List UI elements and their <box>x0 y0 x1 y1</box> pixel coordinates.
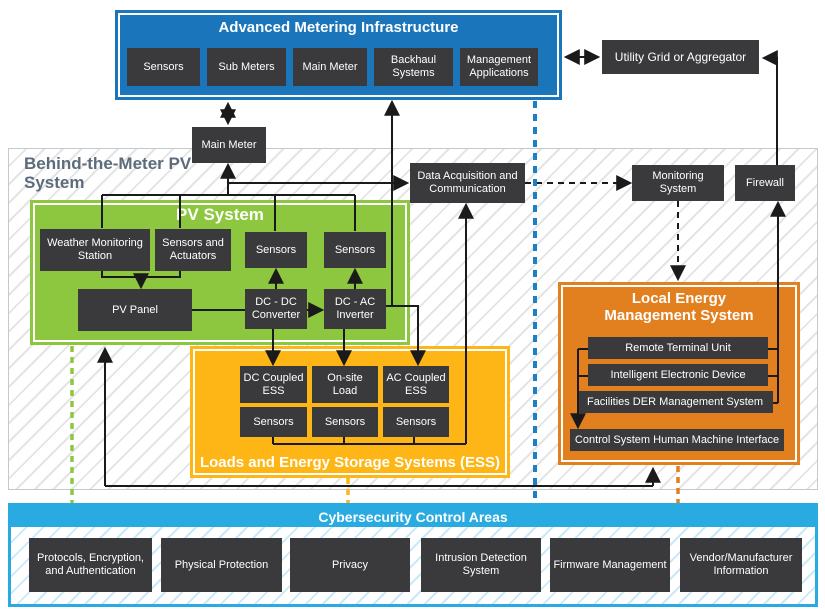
ess-sensors-2-box: Sensors <box>312 407 378 437</box>
remote-terminal-unit-box: Remote Terminal Unit <box>588 337 768 359</box>
ami-inner-border <box>118 13 559 97</box>
firewall-box: Firewall <box>735 165 795 201</box>
dc-ac-inverter-box: DC - AC Inverter <box>324 289 386 329</box>
pv-panel-box: PV Panel <box>78 289 192 331</box>
weather-monitoring-station-box: Weather Monitoring Station <box>40 229 150 271</box>
cyber-vendor-info-box: Vendor/Manufacturer Information <box>680 538 802 592</box>
sensors-and-actuators-box: Sensors and Actuators <box>155 229 231 271</box>
pv-sensors-dc-box: Sensors <box>245 232 307 268</box>
behind-the-meter-label: Behind-the-Meter PV System <box>24 154 192 193</box>
intelligent-electronic-device-box: Intelligent Electronic Device <box>588 364 768 386</box>
cyber-protocols-box: Protocols, Encryption, and Authenticatio… <box>29 538 152 592</box>
ami-backhaul-systems: Backhaul Systems <box>374 48 453 86</box>
cyber-privacy-box: Privacy <box>290 538 410 592</box>
facilities-der-management-box: Facilities DER Management System <box>577 391 773 413</box>
ess-sensors-3-box: Sensors <box>383 407 449 437</box>
ess-sensors-1-box: Sensors <box>240 407 307 437</box>
ess-title: Loads and Energy Storage Systems (ESS) <box>199 454 501 471</box>
cyber-physical-protection-box: Physical Protection <box>161 538 282 592</box>
ami-management-applications: Management Applications <box>460 48 538 86</box>
main-meter-box: Main Meter <box>192 127 266 163</box>
control-system-hmi-box: Control System Human Machine Interface <box>570 429 784 451</box>
ami-panel: Advanced Metering Infrastructure Sensors… <box>115 10 562 100</box>
ac-coupled-ess-box: AC Coupled ESS <box>383 366 449 403</box>
pv-system-panel: PV System Weather Monitoring Station Sen… <box>30 200 410 345</box>
ami-main-meter: Main Meter <box>293 48 367 86</box>
lems-title: Local Energy Management System <box>604 290 754 325</box>
ami-title: Advanced Metering Infrastructure <box>218 19 459 36</box>
utility-grid-box: Utility Grid or Aggregator <box>602 40 759 74</box>
pv-sensors-ac-box: Sensors <box>324 232 386 268</box>
cybersecurity-title: Cybersecurity Control Areas <box>11 506 815 527</box>
dc-coupled-ess-box: DC Coupled ESS <box>240 366 307 403</box>
monitoring-system-box: Monitoring System <box>632 165 724 201</box>
pv-system-title: PV System <box>176 205 264 224</box>
cyber-intrusion-detection-box: Intrusion Detection System <box>421 538 541 592</box>
lems-panel: Local Energy Management System Remote Te… <box>558 282 800 465</box>
cyber-firmware-box: Firmware Management <box>550 538 670 592</box>
cybersecurity-panel: Cybersecurity Control Areas Protocols, E… <box>8 503 818 607</box>
ami-sub-meters: Sub Meters <box>207 48 286 86</box>
ess-panel: Loads and Energy Storage Systems (ESS) D… <box>190 346 510 478</box>
data-acquisition-box: Data Acquisition and Communication <box>410 163 525 203</box>
dc-dc-converter-box: DC - DC Converter <box>245 289 307 329</box>
ami-sensors: Sensors <box>127 48 200 86</box>
onsite-load-box: On-site Load <box>312 366 378 403</box>
